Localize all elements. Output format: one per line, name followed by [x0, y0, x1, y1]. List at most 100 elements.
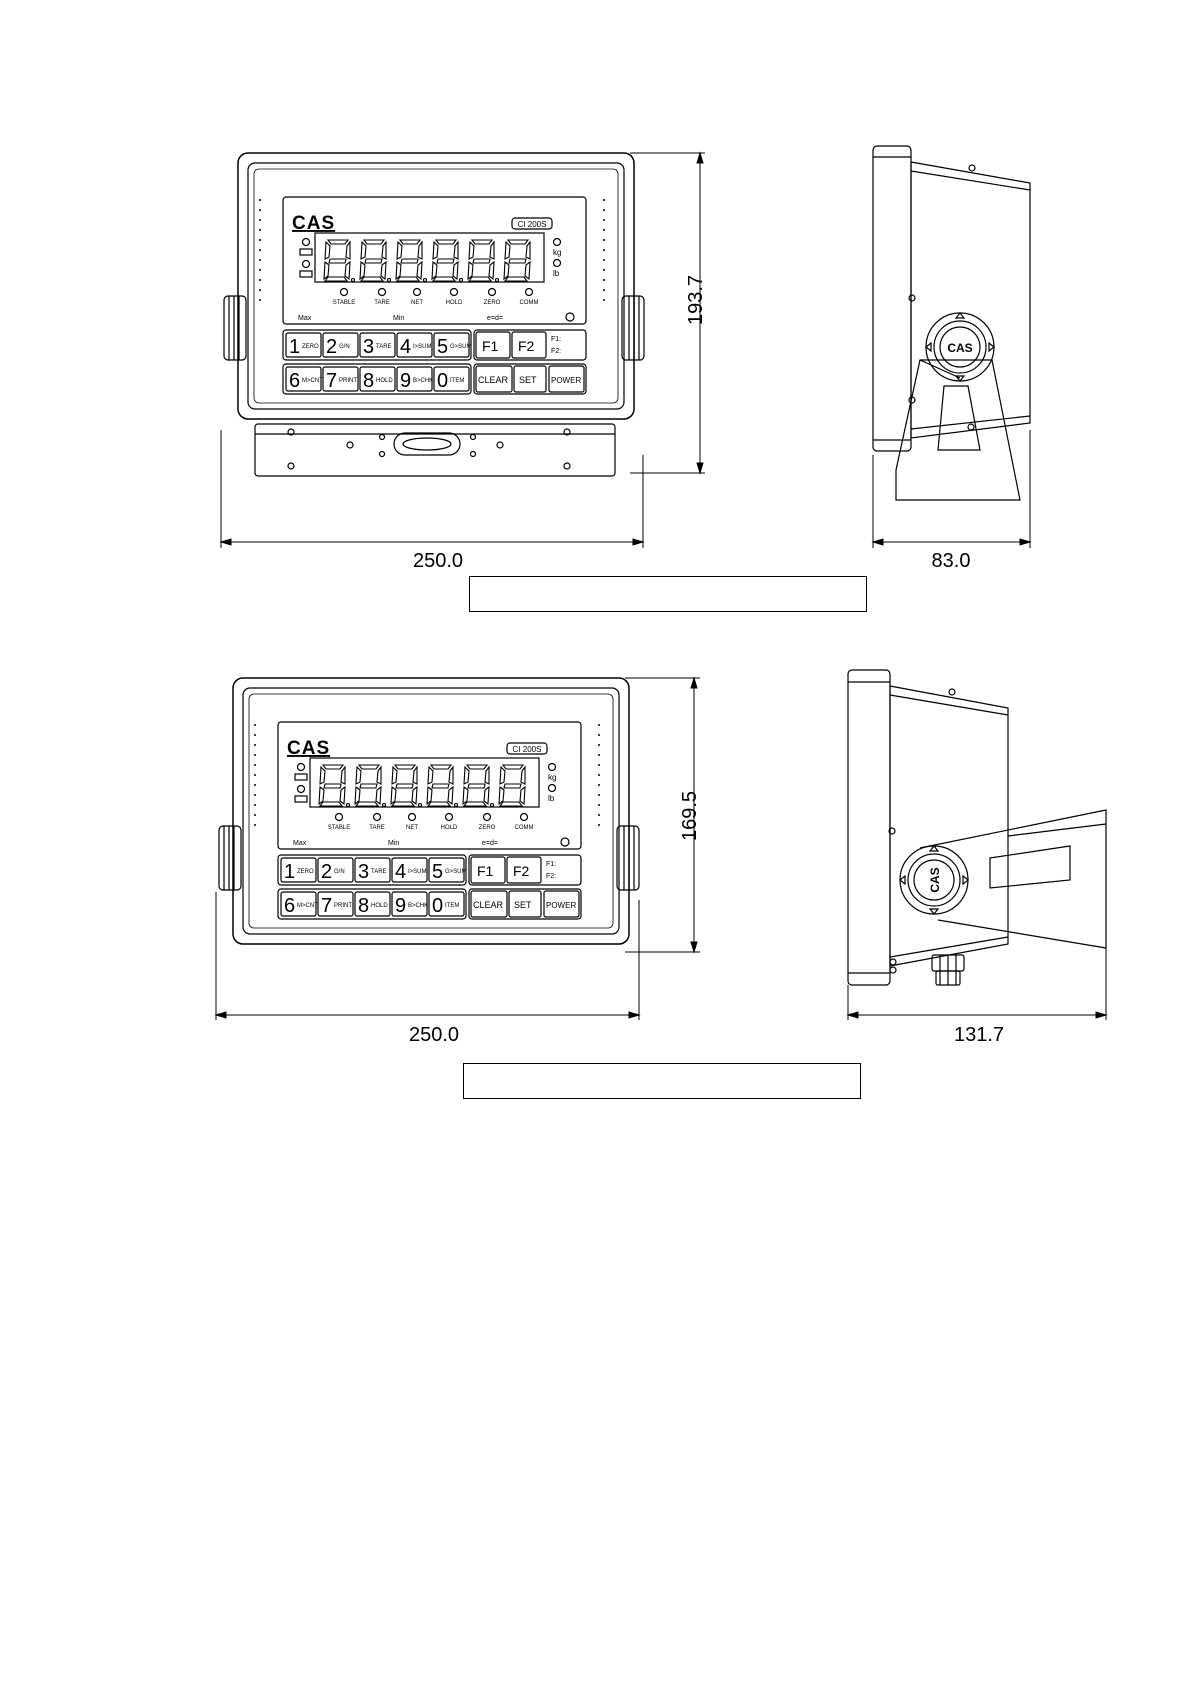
- numeric-key[interactable]: [354, 891, 391, 917]
- led-label: STABLE: [328, 825, 351, 831]
- side-brand-logo: CAS: [947, 341, 972, 355]
- numeric-key[interactable]: [317, 891, 354, 917]
- f2-button[interactable]: [511, 331, 547, 359]
- capacity-e: e=d=: [482, 840, 498, 847]
- front-view: CAS CI 200S kg lb: [218, 677, 640, 945]
- key-number: 5: [437, 336, 448, 358]
- key-number: 7: [326, 370, 337, 392]
- status-led-labels: STABLE TARE NET HOLD ZERO COMM: [328, 825, 534, 831]
- key-number: 2: [326, 336, 337, 358]
- left-knob: [223, 295, 247, 361]
- numeric-key[interactable]: [317, 857, 354, 883]
- outer-case: [232, 677, 630, 945]
- left-indicators: [294, 762, 308, 803]
- set-button[interactable]: [508, 890, 542, 918]
- key-number: 3: [363, 336, 374, 358]
- brand-logo: CAS: [287, 738, 330, 759]
- key-label: HOLD: [376, 378, 393, 384]
- dimensions: [219, 151, 1032, 548]
- numeric-key[interactable]: [285, 332, 322, 358]
- numeric-key[interactable]: [322, 366, 359, 392]
- key-label: G/N: [339, 344, 350, 350]
- model-label: CI 200S: [513, 745, 542, 754]
- clear-button[interactable]: [475, 365, 513, 393]
- plug-icon: [299, 270, 313, 278]
- key-label: PRINT: [339, 378, 357, 384]
- unit-lb-label: lb: [553, 269, 560, 278]
- unit-kg-label: kg: [548, 773, 556, 782]
- numeric-key[interactable]: [433, 332, 470, 358]
- height-dimension: 193.7: [685, 275, 707, 325]
- numeric-key[interactable]: [359, 366, 396, 392]
- key-number: 4: [400, 336, 411, 358]
- keypad-labels: 1 ZERO 2 G/N 3 TARE 4 I>SUM 5 G>SUM 6 M>…: [284, 861, 576, 917]
- right-knob: [616, 825, 640, 891]
- keypad: [282, 329, 587, 395]
- key-number: 3: [358, 861, 369, 883]
- height-dimension: 169.5: [679, 791, 701, 841]
- led-label: STABLE: [333, 300, 356, 306]
- numeric-key[interactable]: [396, 332, 433, 358]
- numeric-key[interactable]: [396, 366, 433, 392]
- model-badge: [506, 742, 548, 755]
- depth-dimension: 131.7: [954, 1024, 1004, 1046]
- unit-kg-label: kg: [553, 248, 561, 257]
- f1-legend: F1:: [546, 861, 556, 868]
- depth-dimension: 83.0: [932, 550, 971, 572]
- model-label: CI 200S: [518, 220, 547, 229]
- f1-button[interactable]: [475, 331, 511, 359]
- numeric-key[interactable]: [428, 857, 465, 883]
- f1-button[interactable]: [470, 856, 506, 884]
- numeric-key[interactable]: [322, 332, 359, 358]
- key-number: 1: [284, 861, 295, 883]
- clear-label: CLEAR: [473, 900, 504, 910]
- clear-button[interactable]: [470, 890, 508, 918]
- f1-legend: F1:: [551, 336, 561, 343]
- numeric-key[interactable]: [428, 891, 465, 917]
- bezel-dots: [254, 724, 600, 826]
- digits: [318, 764, 526, 808]
- led-label: TARE: [374, 300, 390, 306]
- numeric-key[interactable]: [391, 857, 428, 883]
- width-dimension: 250.0: [413, 550, 463, 572]
- brand-logo: CAS: [292, 213, 335, 234]
- f1-label: F1: [482, 338, 499, 354]
- key-label: I>SUM: [408, 869, 427, 875]
- set-button[interactable]: [513, 365, 547, 393]
- status-led-labels: STABLE TARE NET HOLD ZERO COMM: [333, 300, 539, 306]
- numeric-key[interactable]: [433, 366, 470, 392]
- unit-indicators: [552, 237, 562, 268]
- f2-label: F2: [513, 863, 530, 879]
- left-indicators: [299, 237, 313, 278]
- key-label: B>CHK: [408, 903, 428, 909]
- side-brand-logo: CAS: [928, 867, 942, 892]
- key-number: 0: [437, 370, 448, 392]
- led-label: COMM: [515, 825, 534, 831]
- power-button[interactable]: [543, 890, 580, 918]
- display-window: [277, 721, 582, 850]
- key-label: M>CNT: [297, 903, 318, 909]
- numeric-key[interactable]: [354, 857, 391, 883]
- capacity-e: e=d=: [487, 315, 503, 322]
- display-window: [282, 196, 587, 325]
- capacity-min: Min: [388, 840, 399, 847]
- numeric-key[interactable]: [280, 891, 317, 917]
- key-number: 4: [395, 861, 406, 883]
- numeric-key[interactable]: [359, 332, 396, 358]
- approval-mark-icon: [560, 837, 570, 847]
- capacity-max: Max: [298, 315, 312, 322]
- caption-box-top: [469, 576, 867, 612]
- power-button[interactable]: [548, 365, 585, 393]
- key-number: 8: [363, 370, 374, 392]
- numeric-key[interactable]: [280, 857, 317, 883]
- width-dimension: 250.0: [409, 1024, 459, 1046]
- f2-button[interactable]: [506, 856, 542, 884]
- numeric-key[interactable]: [285, 366, 322, 392]
- left-knob: [218, 825, 242, 891]
- right-knob: [621, 295, 645, 361]
- front-view: CAS CI 200S: [223, 152, 645, 477]
- numeric-key[interactable]: [391, 891, 428, 917]
- key-label: B>CHK: [413, 378, 433, 384]
